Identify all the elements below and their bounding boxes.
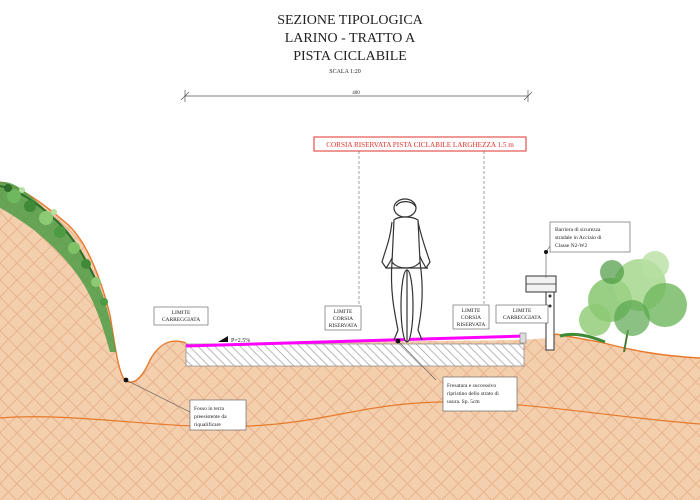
title-line-1: SEZIONE TIPOLOGICA [277,13,423,28]
svg-text:CARREGGIATA: CARREGGIATA [503,315,541,321]
slope-text: P=2.5% [231,338,250,344]
label-limite-corsia-left: LIMITE CORSIA RISERVATA [324,305,362,331]
svg-text:Fosso in terra: Fosso in terra [194,406,225,412]
svg-text:LIMITE: LIMITE [334,309,353,315]
dimension-value: 400 [352,91,360,96]
lane-banner-text: CORSIA RISERVATA PISTA CICLABILE LARGHEZ… [326,141,514,149]
dimension-line [180,90,533,102]
label-limite-carreggiata-left: LIMITE CARREGGIATA [153,306,209,326]
svg-text:Classe N2-W2: Classe N2-W2 [555,243,587,249]
title-scale: SCALA 1:20 [329,69,361,75]
lane-banner-box [313,136,527,152]
svg-text:stradale in Acciaio di: stradale in Acciaio di [555,235,602,241]
lower-layer-line [0,401,700,428]
svg-text:LIMITE: LIMITE [513,308,532,314]
svg-text:Barriera di sicurezza: Barriera di sicurezza [555,227,601,233]
svg-text:Fresatura e successivo: Fresatura e successivo [447,383,496,389]
svg-text:preesistente da: preesistente da [194,414,227,420]
svg-text:LIMITE: LIMITE [172,310,191,316]
label-limite-carreggiata-right: LIMITE CARREGGIATA [495,304,549,324]
svg-text:CORSIA: CORSIA [461,315,481,321]
slope-arrow [218,336,228,342]
note-barriera: Barriera di sicurezza stradale in Acciai… [544,221,631,278]
vegetation-left [0,181,116,352]
svg-text:ripristino dello strato di: ripristino dello strato di [447,391,499,397]
svg-text:RISERVATA: RISERVATA [457,322,486,328]
label-limite-corsia-right: LIMITE CORSIA RISERVATA [452,304,490,330]
svg-text:RISERVATA: RISERVATA [329,323,358,329]
note-fosso: Fosso in terra preesistente da riqualifi… [123,377,247,431]
svg-text:usura. Sp. 5cm: usura. Sp. 5cm [447,399,480,405]
bike-lane-surface [185,334,525,348]
cyclist-figure [381,198,431,343]
svg-text:riqualificare: riqualificare [194,421,221,428]
lower-layer [0,401,700,500]
svg-text:CARREGGIATA: CARREGGIATA [162,317,200,323]
curb-right [519,332,527,344]
road-structure [185,343,525,367]
title-line-3: PISTA CICLABILE [293,49,407,64]
svg-text:CORSIA: CORSIA [333,316,353,322]
note-fresatura: Fresatura e successivo ripristino dello … [395,338,518,412]
tree-right [559,251,687,353]
svg-text:LIMITE: LIMITE [462,308,481,314]
title-line-2: LARINO - TRATTO A [285,31,416,46]
